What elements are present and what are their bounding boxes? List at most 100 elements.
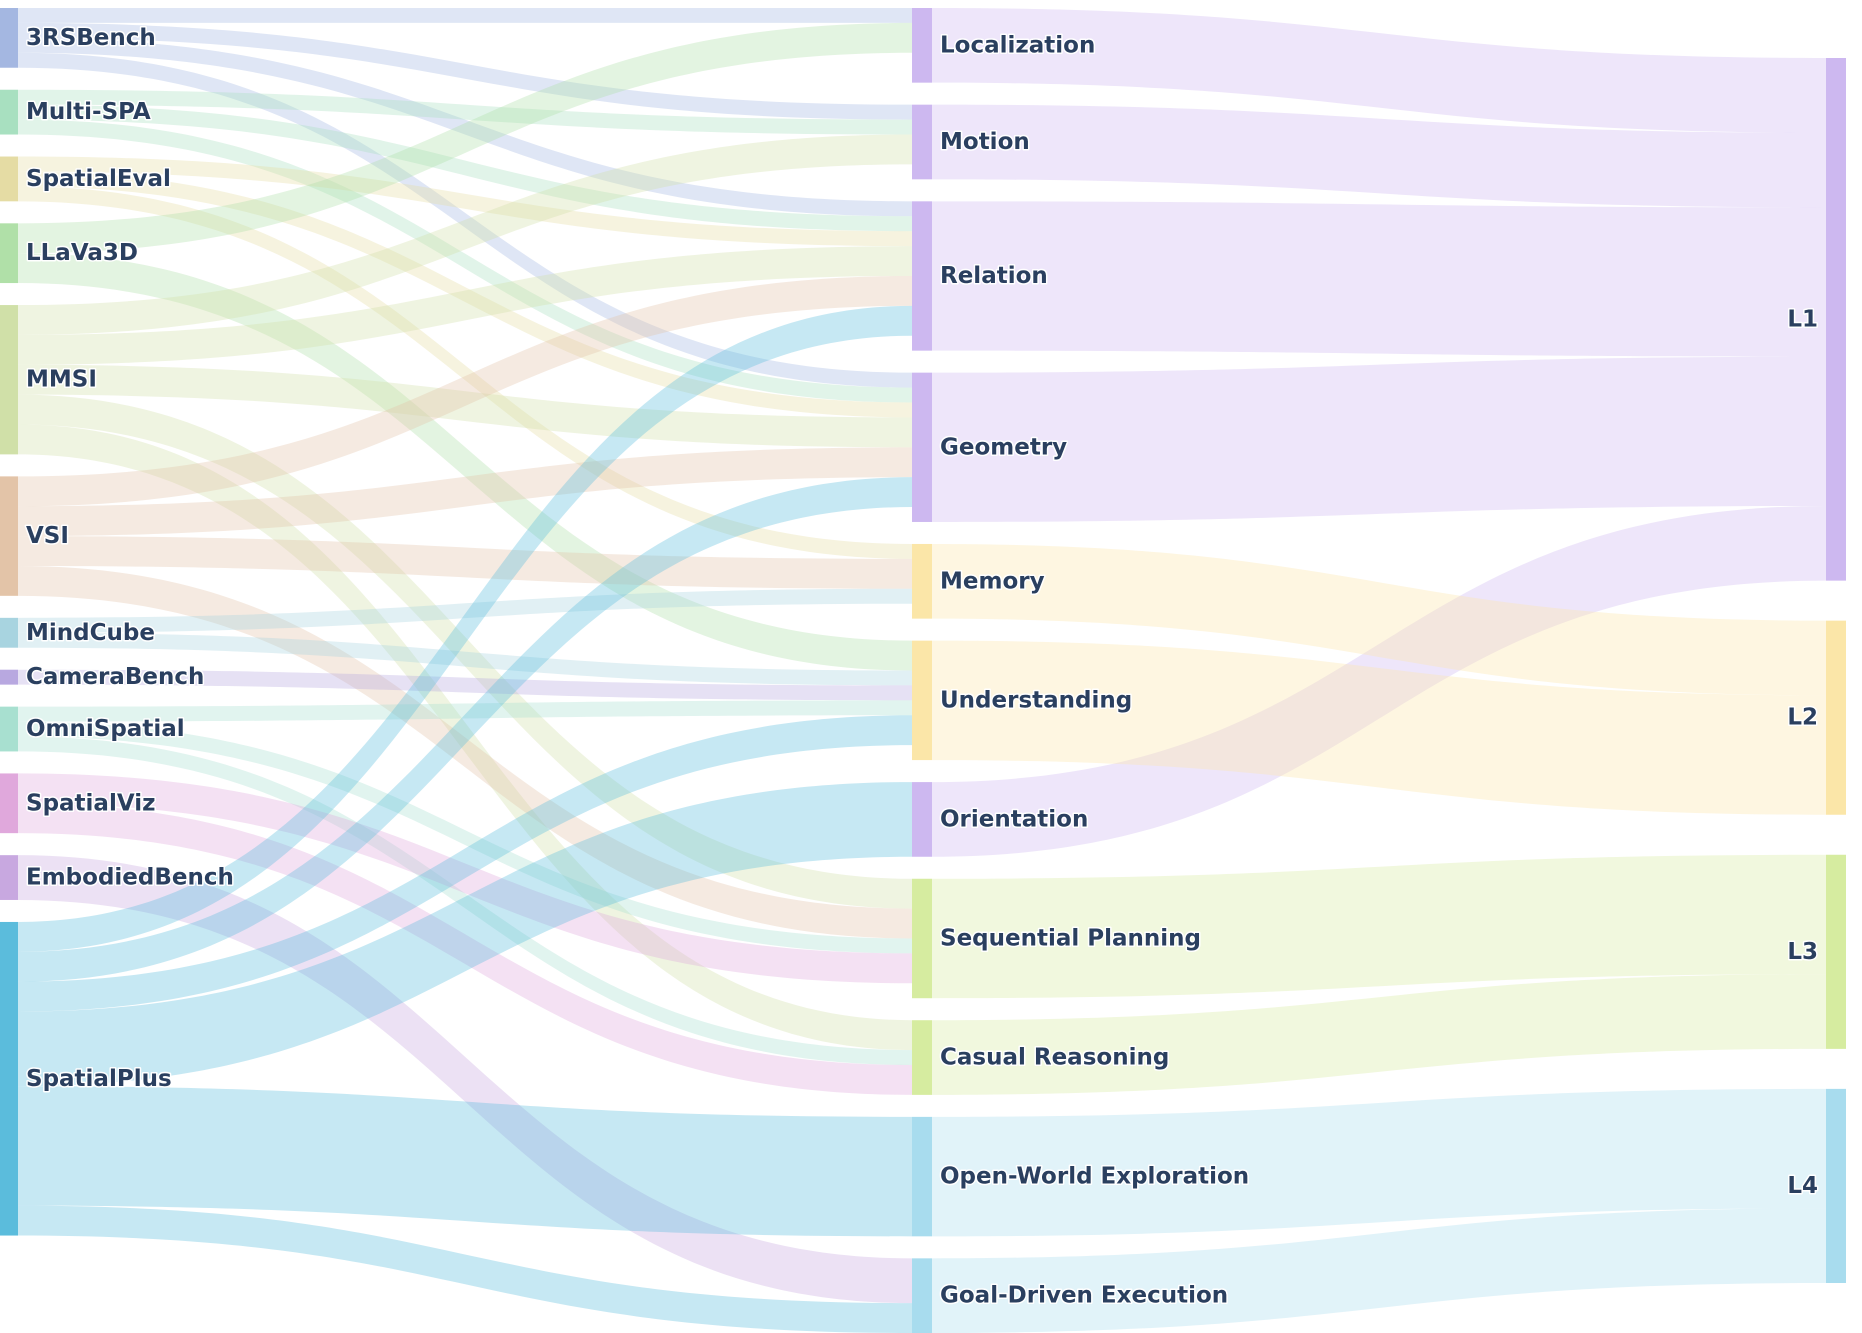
link-omnispatial-to-sequential-planning[interactable]: [18, 721, 912, 954]
link-orientation-to-l1[interactable]: [932, 505, 1826, 857]
link-motion-to-l1[interactable]: [932, 104, 1826, 208]
link-spatialviz-to-casual-reasoning[interactable]: [18, 803, 912, 1095]
link-llava3d-to-understanding[interactable]: [18, 253, 912, 671]
node-vsi[interactable]: [0, 476, 18, 596]
link-memory-to-l2[interactable]: [932, 543, 1826, 696]
node-l3[interactable]: [1826, 854, 1846, 1049]
node-label-l2: L2: [1787, 705, 1818, 731]
link-embodiedbench-to-goal-driven-execution[interactable]: [18, 855, 912, 1304]
node-label-motion: Motion: [940, 129, 1030, 155]
link-omnispatial-to-casual-reasoning[interactable]: [18, 736, 912, 1066]
link-vsi-to-memory[interactable]: [18, 536, 912, 589]
node-localization[interactable]: [912, 8, 932, 83]
node-label-omnispatial: OmniSpatial: [26, 716, 185, 742]
node-label-mindcube: MindCube: [26, 620, 155, 646]
link-multi-spa-to-geometry[interactable]: [18, 119, 912, 403]
link-understanding-to-l2[interactable]: [932, 640, 1826, 815]
link-casual-reasoning-to-l3[interactable]: [932, 974, 1826, 1095]
node-embodiedbench[interactable]: [0, 855, 18, 900]
node-label-sequential-planning: Sequential Planning: [940, 925, 1201, 951]
link-spatialeval-to-relation[interactable]: [18, 156, 912, 247]
link-spatialplus-to-relation[interactable]: [18, 305, 912, 952]
link-mmsi-to-geometry[interactable]: [18, 364, 912, 448]
node-understanding[interactable]: [912, 640, 932, 761]
link-geometry-to-l1[interactable]: [932, 356, 1826, 522]
node-spatialviz[interactable]: [0, 773, 18, 834]
node-geometry[interactable]: [912, 372, 932, 522]
nodes-layer: [0, 8, 1846, 1333]
link-3rsbench-to-motion[interactable]: [18, 22, 912, 120]
node-label-relation: Relation: [940, 263, 1048, 289]
link-mmsi-to-sequential-planning[interactable]: [18, 394, 912, 909]
node-label-goal-driven-execution: Goal-Driven Execution: [940, 1283, 1228, 1309]
node-label-geometry: Geometry: [940, 434, 1067, 460]
link-mmsi-to-motion[interactable]: [18, 134, 912, 335]
node-label-localization: Localization: [940, 32, 1095, 58]
node-llava3d[interactable]: [0, 223, 18, 284]
node-label-spatialviz: SpatialViz: [26, 790, 156, 816]
node-relation[interactable]: [912, 201, 932, 351]
node-camerabench[interactable]: [0, 669, 18, 685]
node-label-orientation: Orientation: [940, 806, 1088, 832]
node-orientation[interactable]: [912, 782, 932, 857]
node-l4[interactable]: [1826, 1088, 1846, 1283]
node-multi-spa[interactable]: [0, 89, 18, 135]
link-spatialviz-to-sequential-planning[interactable]: [18, 773, 912, 984]
link-vsi-to-geometry[interactable]: [18, 447, 912, 537]
link-3rsbench-to-localization[interactable]: [18, 8, 912, 23]
node-mmsi[interactable]: [0, 305, 18, 455]
node-goal-driven-execution[interactable]: [912, 1258, 932, 1333]
link-spatialplus-to-understanding[interactable]: [18, 715, 912, 1012]
link-spatialeval-to-memory[interactable]: [18, 186, 912, 559]
link-localization-to-l1[interactable]: [932, 8, 1826, 133]
link-spatialplus-to-geometry[interactable]: [18, 477, 912, 982]
node-label-embodiedbench: EmbodiedBench: [26, 865, 234, 891]
links-layer: [18, 8, 1826, 1333]
link-mindcube-to-memory[interactable]: [18, 588, 912, 633]
node-label-3rsbench: 3RSBench: [26, 25, 156, 51]
node-casual-reasoning[interactable]: [912, 1020, 932, 1095]
node-label-understanding: Understanding: [940, 687, 1132, 713]
link-spatialeval-to-geometry[interactable]: [18, 171, 912, 418]
link-multi-spa-to-motion[interactable]: [18, 89, 912, 135]
link-3rsbench-to-geometry[interactable]: [18, 52, 912, 388]
link-mindcube-to-understanding[interactable]: [18, 632, 912, 686]
node-motion[interactable]: [912, 104, 932, 180]
link-sequential-planning-to-l3[interactable]: [932, 854, 1826, 999]
node-label-llava3d: LLaVa3D: [26, 240, 138, 266]
node-l2[interactable]: [1826, 620, 1846, 815]
node-label-memory: Memory: [940, 568, 1045, 594]
link-goal-driven-execution-to-l4[interactable]: [932, 1208, 1826, 1333]
link-open-world-exploration-to-l4[interactable]: [932, 1088, 1826, 1237]
link-spatialplus-to-goal-driven-execution[interactable]: [18, 1205, 912, 1333]
link-vsi-to-sequential-planning[interactable]: [18, 565, 912, 939]
node-label-camerabench: CameraBench: [26, 664, 204, 690]
link-mmsi-to-relation[interactable]: [18, 246, 912, 365]
link-spatialplus-to-orientation[interactable]: [18, 782, 912, 1087]
node-l1[interactable]: [1826, 58, 1846, 581]
link-llava3d-to-localization[interactable]: [18, 22, 912, 254]
link-3rsbench-to-relation[interactable]: [18, 37, 912, 217]
node-sequential-planning[interactable]: [912, 878, 932, 999]
link-camerabench-to-understanding[interactable]: [18, 669, 912, 701]
node-label-open-world-exploration: Open-World Exploration: [940, 1164, 1249, 1190]
node-label-spatialeval: SpatialEval: [26, 166, 171, 192]
node-label-mmsi: MMSI: [26, 367, 97, 393]
link-spatialplus-to-open-world-exploration[interactable]: [18, 1086, 912, 1237]
node-3rsbench[interactable]: [0, 8, 18, 68]
node-spatialeval[interactable]: [0, 156, 18, 202]
link-relation-to-l1[interactable]: [932, 201, 1826, 357]
labels-layer: 3RSBenchMulti-SPASpatialEvalLLaVa3DMMSIV…: [25, 23, 1820, 1310]
node-label-casual-reasoning: Casual Reasoning: [940, 1045, 1169, 1071]
node-mindcube[interactable]: [0, 617, 18, 648]
link-multi-spa-to-relation[interactable]: [18, 104, 912, 232]
node-memory[interactable]: [912, 543, 932, 619]
node-open-world-exploration[interactable]: [912, 1116, 932, 1237]
link-mmsi-to-casual-reasoning[interactable]: [18, 424, 912, 1051]
node-spatialplus[interactable]: [0, 921, 18, 1236]
link-vsi-to-relation[interactable]: [18, 275, 912, 507]
link-omnispatial-to-understanding[interactable]: [18, 700, 912, 722]
node-omnispatial[interactable]: [0, 706, 18, 752]
